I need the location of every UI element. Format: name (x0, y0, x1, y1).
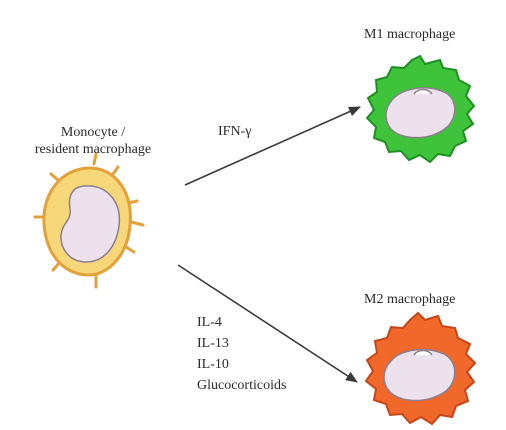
monocyte-nucleus (60, 185, 121, 263)
m2-stimulus-glucocorticoids: Glucocorticoids (197, 378, 287, 393)
m1-stimulus-label: IFN-γ (218, 124, 252, 139)
m1-nucleus (385, 87, 456, 139)
m2-cell (364, 311, 477, 426)
arrow-to-m2 (177, 264, 358, 383)
m1-cell (365, 54, 476, 164)
arrow-to-m1 (184, 106, 361, 186)
m2-nucleus (383, 348, 456, 402)
m2-stimulus-il4: IL-4 (197, 315, 222, 330)
monocyte-label-line2: resident macrophage (34, 142, 152, 157)
m2-stimulus-il13: IL-13 (197, 336, 229, 351)
monocyte-label-line1: Monocyte / (60, 125, 126, 140)
m2-stimuli-list: IL-4 IL-13 IL-10 Glucocorticoids (197, 312, 286, 396)
monocyte-cell (33, 152, 145, 289)
m2-label: M2 macrophage (364, 292, 456, 307)
monocyte-label: Monocyte / resident macrophage (8, 124, 178, 158)
m2-nucleus-fold (413, 349, 433, 356)
m2-stimulus-il10: IL-10 (197, 357, 229, 372)
m1-label: M1 macrophage (364, 27, 456, 42)
m1-nucleus-fold (413, 88, 433, 95)
